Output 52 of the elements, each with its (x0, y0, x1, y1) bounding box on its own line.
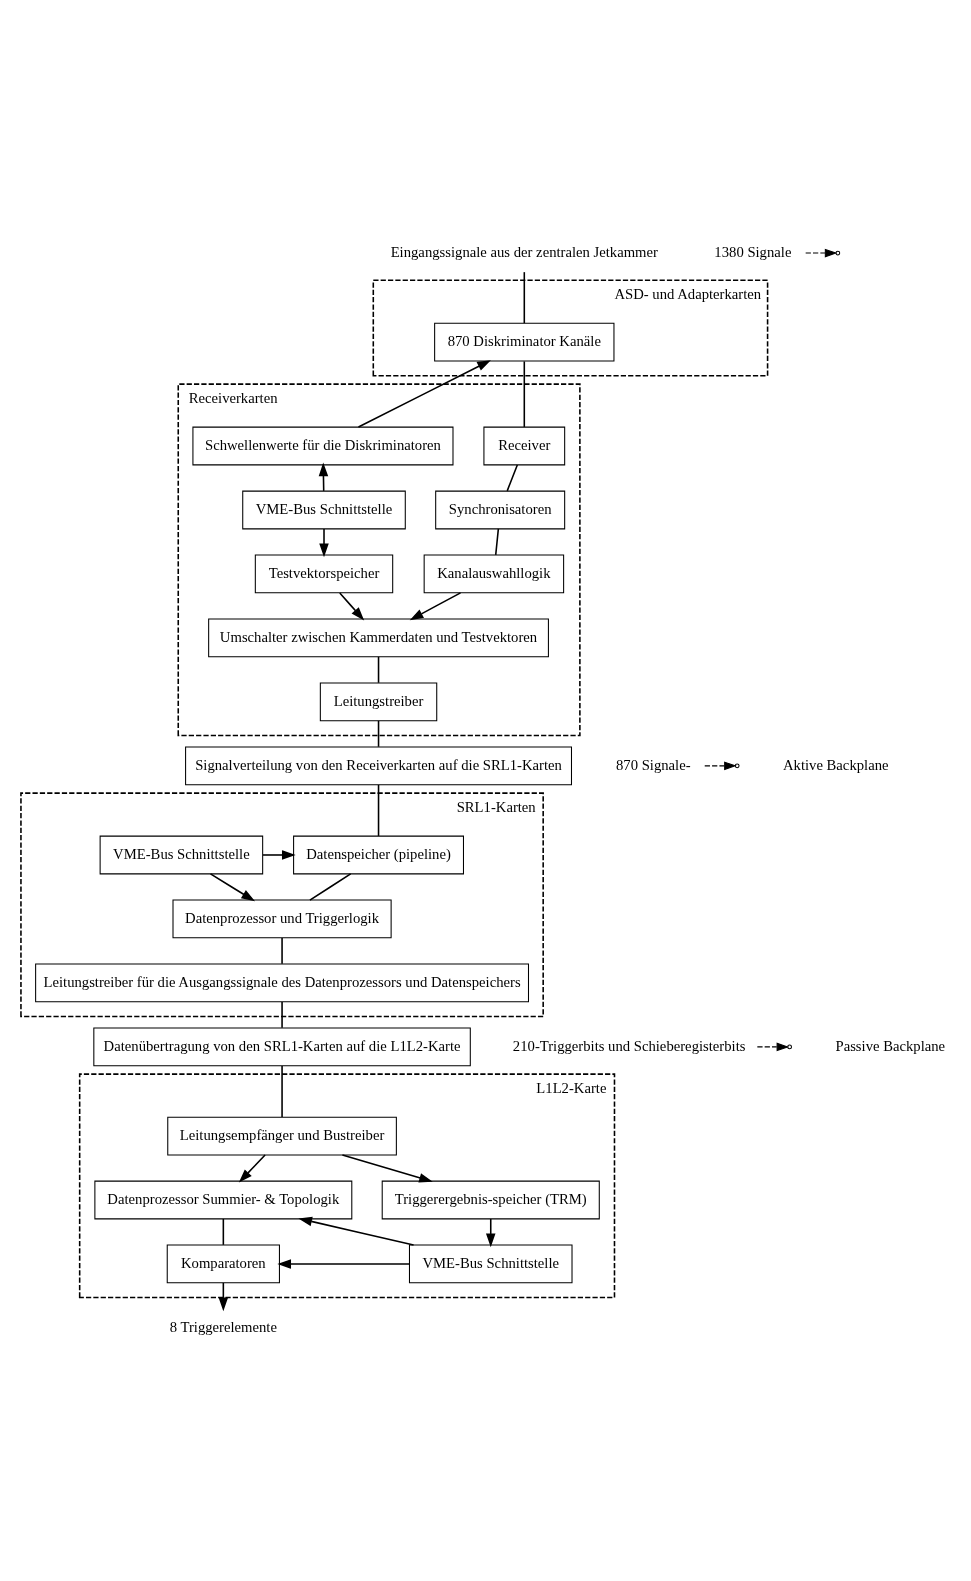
connector (523, 271, 526, 324)
arrow (805, 248, 838, 258)
arrow (357, 360, 491, 428)
node-box: Schwellenwerte für die Diskriminatoren (192, 426, 454, 466)
arrow (319, 528, 329, 558)
node-box: Datenübertragung von den SRL1-Karten auf die L1L2-Karte (93, 1027, 471, 1067)
node-box: Receiver (483, 426, 566, 466)
arrow (262, 850, 296, 860)
connector (377, 656, 380, 684)
connector (281, 1001, 283, 1029)
node-box: Komparatoren (166, 1244, 280, 1284)
connector (281, 1065, 283, 1118)
node-text: Eingangssignale aus der zentralen Jetkammer (390, 243, 658, 260)
node-box: Leitungstreiber (319, 682, 438, 722)
node-box: VME-Bus Schnittstelle (408, 1244, 573, 1284)
node-box: Leitungsempfänger und Bustreiber (167, 1116, 397, 1156)
arrow (298, 1216, 415, 1246)
connector (309, 873, 352, 901)
arrow (209, 873, 256, 902)
arrow (485, 1218, 496, 1248)
connector (523, 360, 526, 428)
connector (377, 784, 380, 837)
connector (281, 937, 283, 965)
node-box: Datenprozessor Summier- & Topologik (94, 1180, 353, 1220)
node-box: Signalverteilung von den Receiverkarten auf die SRL1-Karten (185, 746, 572, 786)
node-box: Datenprozessor und Triggerlogik (172, 899, 392, 939)
node-box: Datenspeicher (pipeline) (293, 835, 464, 875)
node-text: 870 Signale- (615, 756, 691, 773)
node-box: VME-Bus Schnittstelle (242, 490, 406, 530)
node-box: Umschalter zwischen Kammerdaten und Testvektoren (208, 618, 549, 658)
node-box: Kanalauswahllogik (423, 554, 565, 594)
node-box: VME-Bus Schnittstelle (99, 835, 264, 875)
connector (377, 720, 380, 748)
node-box: Leitungstreiber für die Ausgangssignale des Datenprozessors und Datenspeichers (35, 963, 529, 1003)
connector (222, 1218, 225, 1246)
node-box: 870 Diskriminator Kanäle (434, 322, 615, 362)
arrow (341, 1154, 433, 1183)
node-text: 1380 Signale (714, 243, 792, 260)
label: Passive Backplane (835, 1037, 946, 1054)
label: Aktive Backplane (782, 756, 889, 773)
arrow (704, 761, 737, 771)
node-text: 8 Triggerelemente (169, 1318, 277, 1335)
connector (506, 464, 519, 492)
arrow (238, 1154, 266, 1183)
node-text: 210-Triggerbits und Schieberegisterbits (512, 1037, 746, 1054)
node-box: Triggerergebnis-speicher (TRM) (381, 1180, 600, 1220)
connector (494, 528, 500, 556)
node-box: Synchronisatoren (435, 490, 566, 530)
arrow (756, 1042, 790, 1052)
arrow (277, 1259, 410, 1269)
node-box: Testvektorspeicher (254, 554, 394, 594)
arrow (339, 592, 365, 621)
